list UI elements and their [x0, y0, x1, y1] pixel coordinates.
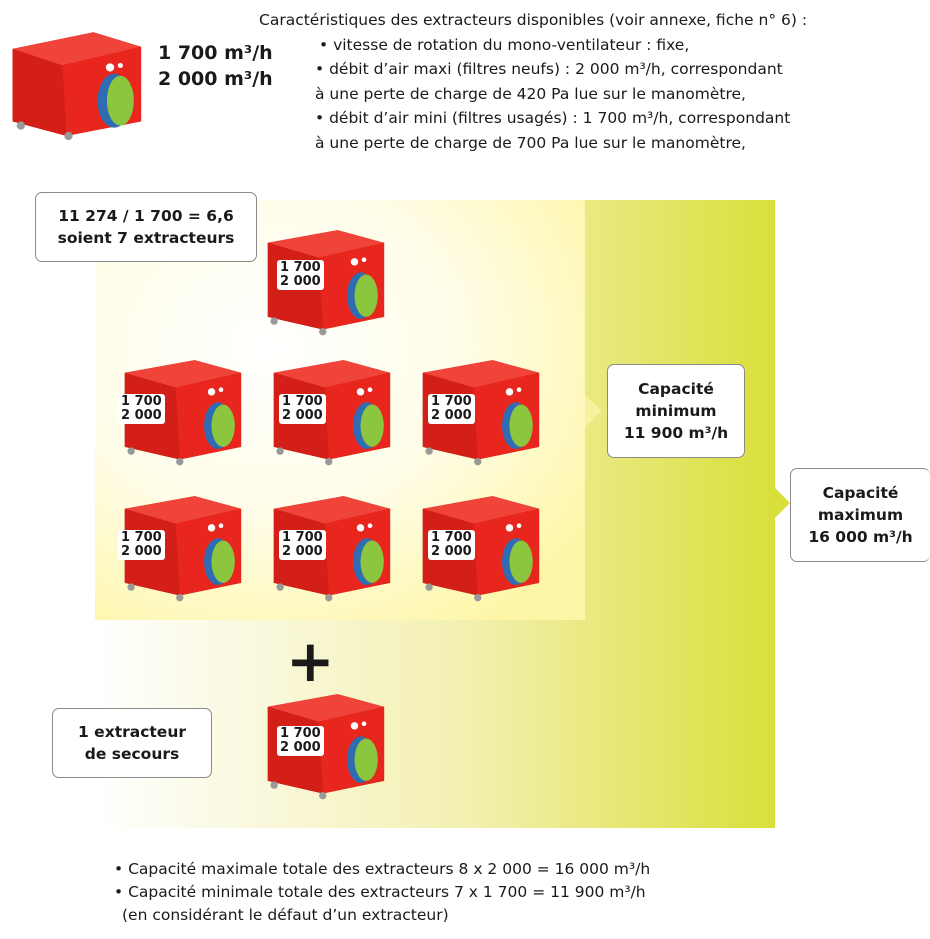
unit-flow-label: 1 700 2 000 [277, 726, 324, 756]
summary-bullets: • Capacité maximale totale des extracteu… [114, 858, 650, 927]
extractor-count-line: soient 7 extracteurs [57, 229, 235, 247]
unit-min-flow: 1 700 [431, 394, 472, 409]
extractor-unit-spare: 1 700 2 000 [257, 692, 397, 802]
header-unit-flow-labels: 1 700 m³/h 2 000 m³/h [158, 40, 273, 92]
extractor-unit: 1 700 2 000 [114, 358, 254, 468]
unit-min-flow: 1 700 [431, 530, 472, 545]
spare-extractor-callout: 1 extracteur de secours [52, 708, 212, 778]
extractor-unit: 1 700 2 000 [412, 358, 552, 468]
unit-max-flow: 2 000 [121, 544, 162, 559]
unit-max-flow: 2 000 [282, 544, 323, 559]
unit-max-flow: 2 000 [280, 740, 321, 755]
unit-flow-label: 1 700 2 000 [428, 394, 475, 424]
calculation-callout: 11 274 / 1 700 = 6,6 soient 7 extracteur… [35, 192, 257, 262]
extractor-unit: 1 700 2 000 [412, 494, 552, 604]
extractor-unit: 1 700 2 000 [263, 494, 403, 604]
intro-line-max-pressure: à une perte de charge de 420 Pa lue sur … [315, 84, 746, 103]
extractor-unit: 1 700 2 000 [257, 228, 397, 338]
unit-flow-label: 1 700 2 000 [118, 530, 165, 560]
plus-sign: + [286, 627, 335, 695]
unit-max-flow: 2 000 [431, 408, 472, 423]
min-capacity-label: Capacité [638, 380, 714, 398]
max-capacity-label-2: maximum [817, 506, 904, 524]
unit-max-flow: 2 000 [431, 544, 472, 559]
spare-label-2: de secours [84, 745, 180, 763]
unit-max-flow: 2 000 [121, 408, 162, 423]
unit-flow-label: 1 700 2 000 [118, 394, 165, 424]
intro-title: Caractéristiques des extracteurs disponi… [259, 11, 808, 29]
header-max-flow: 2 000 m³/h [158, 68, 273, 90]
header-min-flow: 1 700 m³/h [158, 42, 273, 64]
extractor-unit: 1 700 2 000 [114, 494, 254, 604]
min-capacity-value: 11 900 m³/h [623, 424, 729, 442]
unit-max-flow: 2 000 [282, 408, 323, 423]
bullet-min-capacity: • Capacité minimale totale des extracteu… [114, 883, 646, 901]
intro-line-max-flow: • débit d’air maxi (filtres neufs) : 2 0… [315, 60, 783, 78]
max-capacity-value: 16 000 m³/h [808, 528, 913, 546]
unit-flow-label: 1 700 2 000 [279, 530, 326, 560]
spare-label: 1 extracteur [78, 723, 186, 741]
max-capacity-callout: Capacité maximum 16 000 m³/h [790, 468, 930, 562]
intro-line-min-flow: • débit d’air mini (filtres usagés) : 1 … [315, 109, 791, 127]
unit-flow-label: 1 700 2 000 [277, 260, 324, 290]
unit-min-flow: 1 700 [121, 394, 162, 409]
min-capacity-callout: Capacité minimum 11 900 m³/h [607, 364, 745, 458]
min-capacity-label-2: minimum [635, 402, 717, 420]
unit-flow-label: 1 700 2 000 [428, 530, 475, 560]
intro-line-min-pressure: à une perte de charge de 700 Pa lue sur … [315, 133, 746, 152]
unit-min-flow: 1 700 [282, 394, 323, 409]
intro-text: Caractéristiques des extracteurs disponi… [259, 8, 899, 155]
unit-min-flow: 1 700 [121, 530, 162, 545]
unit-flow-label: 1 700 2 000 [279, 394, 326, 424]
unit-max-flow: 2 000 [280, 274, 321, 289]
max-capacity-label: Capacité [822, 484, 899, 502]
header-extractor-icon [12, 32, 142, 141]
bullet-note: (en considérant le défaut d’un extracteu… [122, 906, 449, 924]
bullet-max-capacity: • Capacité maximale totale des extracteu… [114, 860, 651, 878]
calculation-line: 11 274 / 1 700 = 6,6 [58, 207, 234, 225]
extractor-unit: 1 700 2 000 [263, 358, 403, 468]
unit-min-flow: 1 700 [280, 726, 321, 741]
intro-line-speed: • vitesse de rotation du mono-ventilateu… [319, 35, 690, 54]
unit-min-flow: 1 700 [282, 530, 323, 545]
unit-min-flow: 1 700 [280, 260, 321, 275]
